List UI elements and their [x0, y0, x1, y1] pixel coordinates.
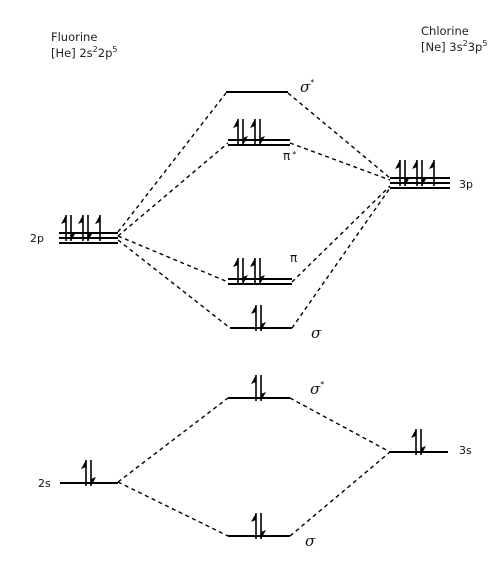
electron-spin-up-icon — [395, 160, 400, 169]
electron-spin-down-icon — [260, 136, 265, 145]
electron-spin-down-icon — [71, 232, 76, 241]
star-mark: * — [310, 78, 314, 87]
electron-spin-down-icon — [243, 136, 248, 145]
electron-spin-down-icon — [261, 530, 266, 539]
electron-spin-down-icon — [260, 275, 265, 284]
chlorine-name: Chlorine — [421, 24, 469, 38]
sigma-star-s-level: σ* — [228, 375, 324, 401]
pi-to-cl3p-line — [291, 185, 391, 283]
pi-star-to-cl3p-line — [289, 142, 391, 181]
f2p-to-pi-line — [117, 235, 229, 283]
chlorine-3s-label: 3s — [459, 444, 472, 457]
electron-spin-up-icon — [412, 160, 417, 169]
electrons — [61, 215, 101, 241]
chlorine-config-s-exp: 2 — [463, 39, 468, 48]
chlorine-heading: Chlorine [Ne] 3s23p5 — [421, 24, 487, 54]
pi-level: π — [228, 251, 297, 285]
pi-symbol: π — [283, 149, 290, 163]
sigma-to-cl3p-line — [291, 187, 391, 329]
fluorine-2s-level: 2s — [38, 460, 118, 490]
sigma-star-to-cl3p-line — [287, 92, 391, 179]
electron-spin-down-icon — [261, 322, 266, 331]
fluorine-name: Fluorine — [51, 30, 97, 44]
electrons — [251, 513, 266, 539]
chlorine-3p-level: 3p — [390, 160, 473, 191]
electron-spin-down-icon — [91, 477, 96, 486]
fluorine-2p-level: 2p — [30, 215, 118, 245]
sigma-star-s-label: σ* — [310, 380, 324, 398]
electron-spin-up-icon — [250, 258, 255, 267]
electron-spin-up-icon — [250, 119, 255, 128]
electrons — [251, 305, 266, 331]
star-mark: * — [320, 380, 324, 389]
electrons — [233, 258, 265, 284]
electron-spin-down-icon — [88, 232, 93, 241]
f2p-to-sigma-line — [117, 239, 231, 329]
f2p-to-pi-star-line — [117, 142, 229, 237]
electron-spin-up-icon — [251, 375, 256, 384]
electron-spin-down-icon — [243, 275, 248, 284]
fluorine-2p-label: 2p — [30, 232, 44, 245]
f2p-to-sigma-star-line — [117, 92, 227, 233]
chlorine-3s-level: 3s — [390, 429, 472, 457]
electrons — [395, 160, 435, 186]
pi-label: π — [290, 251, 297, 265]
pi-star-label: π* — [283, 149, 296, 163]
sigma-p-label: σ — [311, 324, 322, 342]
electron-spin-up-icon — [81, 460, 86, 469]
sigma-s-level: σ — [228, 513, 316, 550]
chlorine-config-p-exp: 5 — [482, 39, 487, 48]
f2s-to-sigma-s-line — [117, 481, 229, 537]
electron-spin-up-icon — [233, 258, 238, 267]
electrons — [411, 429, 426, 455]
correlation-lines — [117, 92, 391, 537]
electron-spin-down-icon — [405, 177, 410, 186]
sigma-star-p-level: σ* — [226, 78, 314, 96]
sigma-star-s-to-cl3s-line — [289, 397, 391, 453]
fluorine-heading: Fluorine [He] 2s22p5 — [51, 30, 117, 60]
sigma-star-p-label: σ* — [300, 78, 314, 96]
chlorine-config: [Ne] 3s23p5 — [421, 39, 487, 54]
fluorine-config-core: [He] 2s — [51, 46, 93, 60]
electron-spin-up-icon — [411, 429, 416, 438]
fluorine-2s-label: 2s — [38, 477, 51, 490]
fluorine-config-p: 2p — [98, 46, 113, 60]
sigma-s-label: σ — [305, 532, 316, 550]
pi-star-level: π* — [228, 119, 296, 163]
electron-spin-up-icon — [251, 305, 256, 314]
f2s-to-sigma-star-s-line — [117, 397, 229, 483]
electron-spin-down-icon — [422, 177, 427, 186]
electrons — [251, 375, 266, 401]
electron-spin-up-icon — [61, 215, 66, 224]
electrons — [233, 119, 265, 145]
chlorine-config-p: 3p — [468, 40, 483, 54]
chlorine-3p-label: 3p — [459, 178, 473, 191]
fluorine-config-p-exp: 5 — [112, 45, 117, 54]
star-mark: * — [292, 150, 296, 159]
electron-spin-down-icon — [421, 446, 426, 455]
electron-spin-down-icon — [261, 392, 266, 401]
electron-spin-up-icon — [95, 215, 100, 224]
electron-spin-up-icon — [233, 119, 238, 128]
sigma-symbol: σ — [300, 78, 311, 96]
electrons — [81, 460, 96, 486]
electron-spin-up-icon — [429, 160, 434, 169]
sigma-symbol: σ — [310, 380, 321, 398]
sigma-p-level: σ — [230, 305, 322, 342]
fluorine-config-s-exp: 2 — [93, 45, 98, 54]
fluorine-config: [He] 2s22p5 — [51, 45, 117, 60]
chlorine-config-core: [Ne] 3s — [421, 40, 463, 54]
electron-spin-up-icon — [251, 513, 256, 522]
electron-spin-up-icon — [78, 215, 83, 224]
sigma-s-to-cl3s-line — [289, 451, 391, 537]
